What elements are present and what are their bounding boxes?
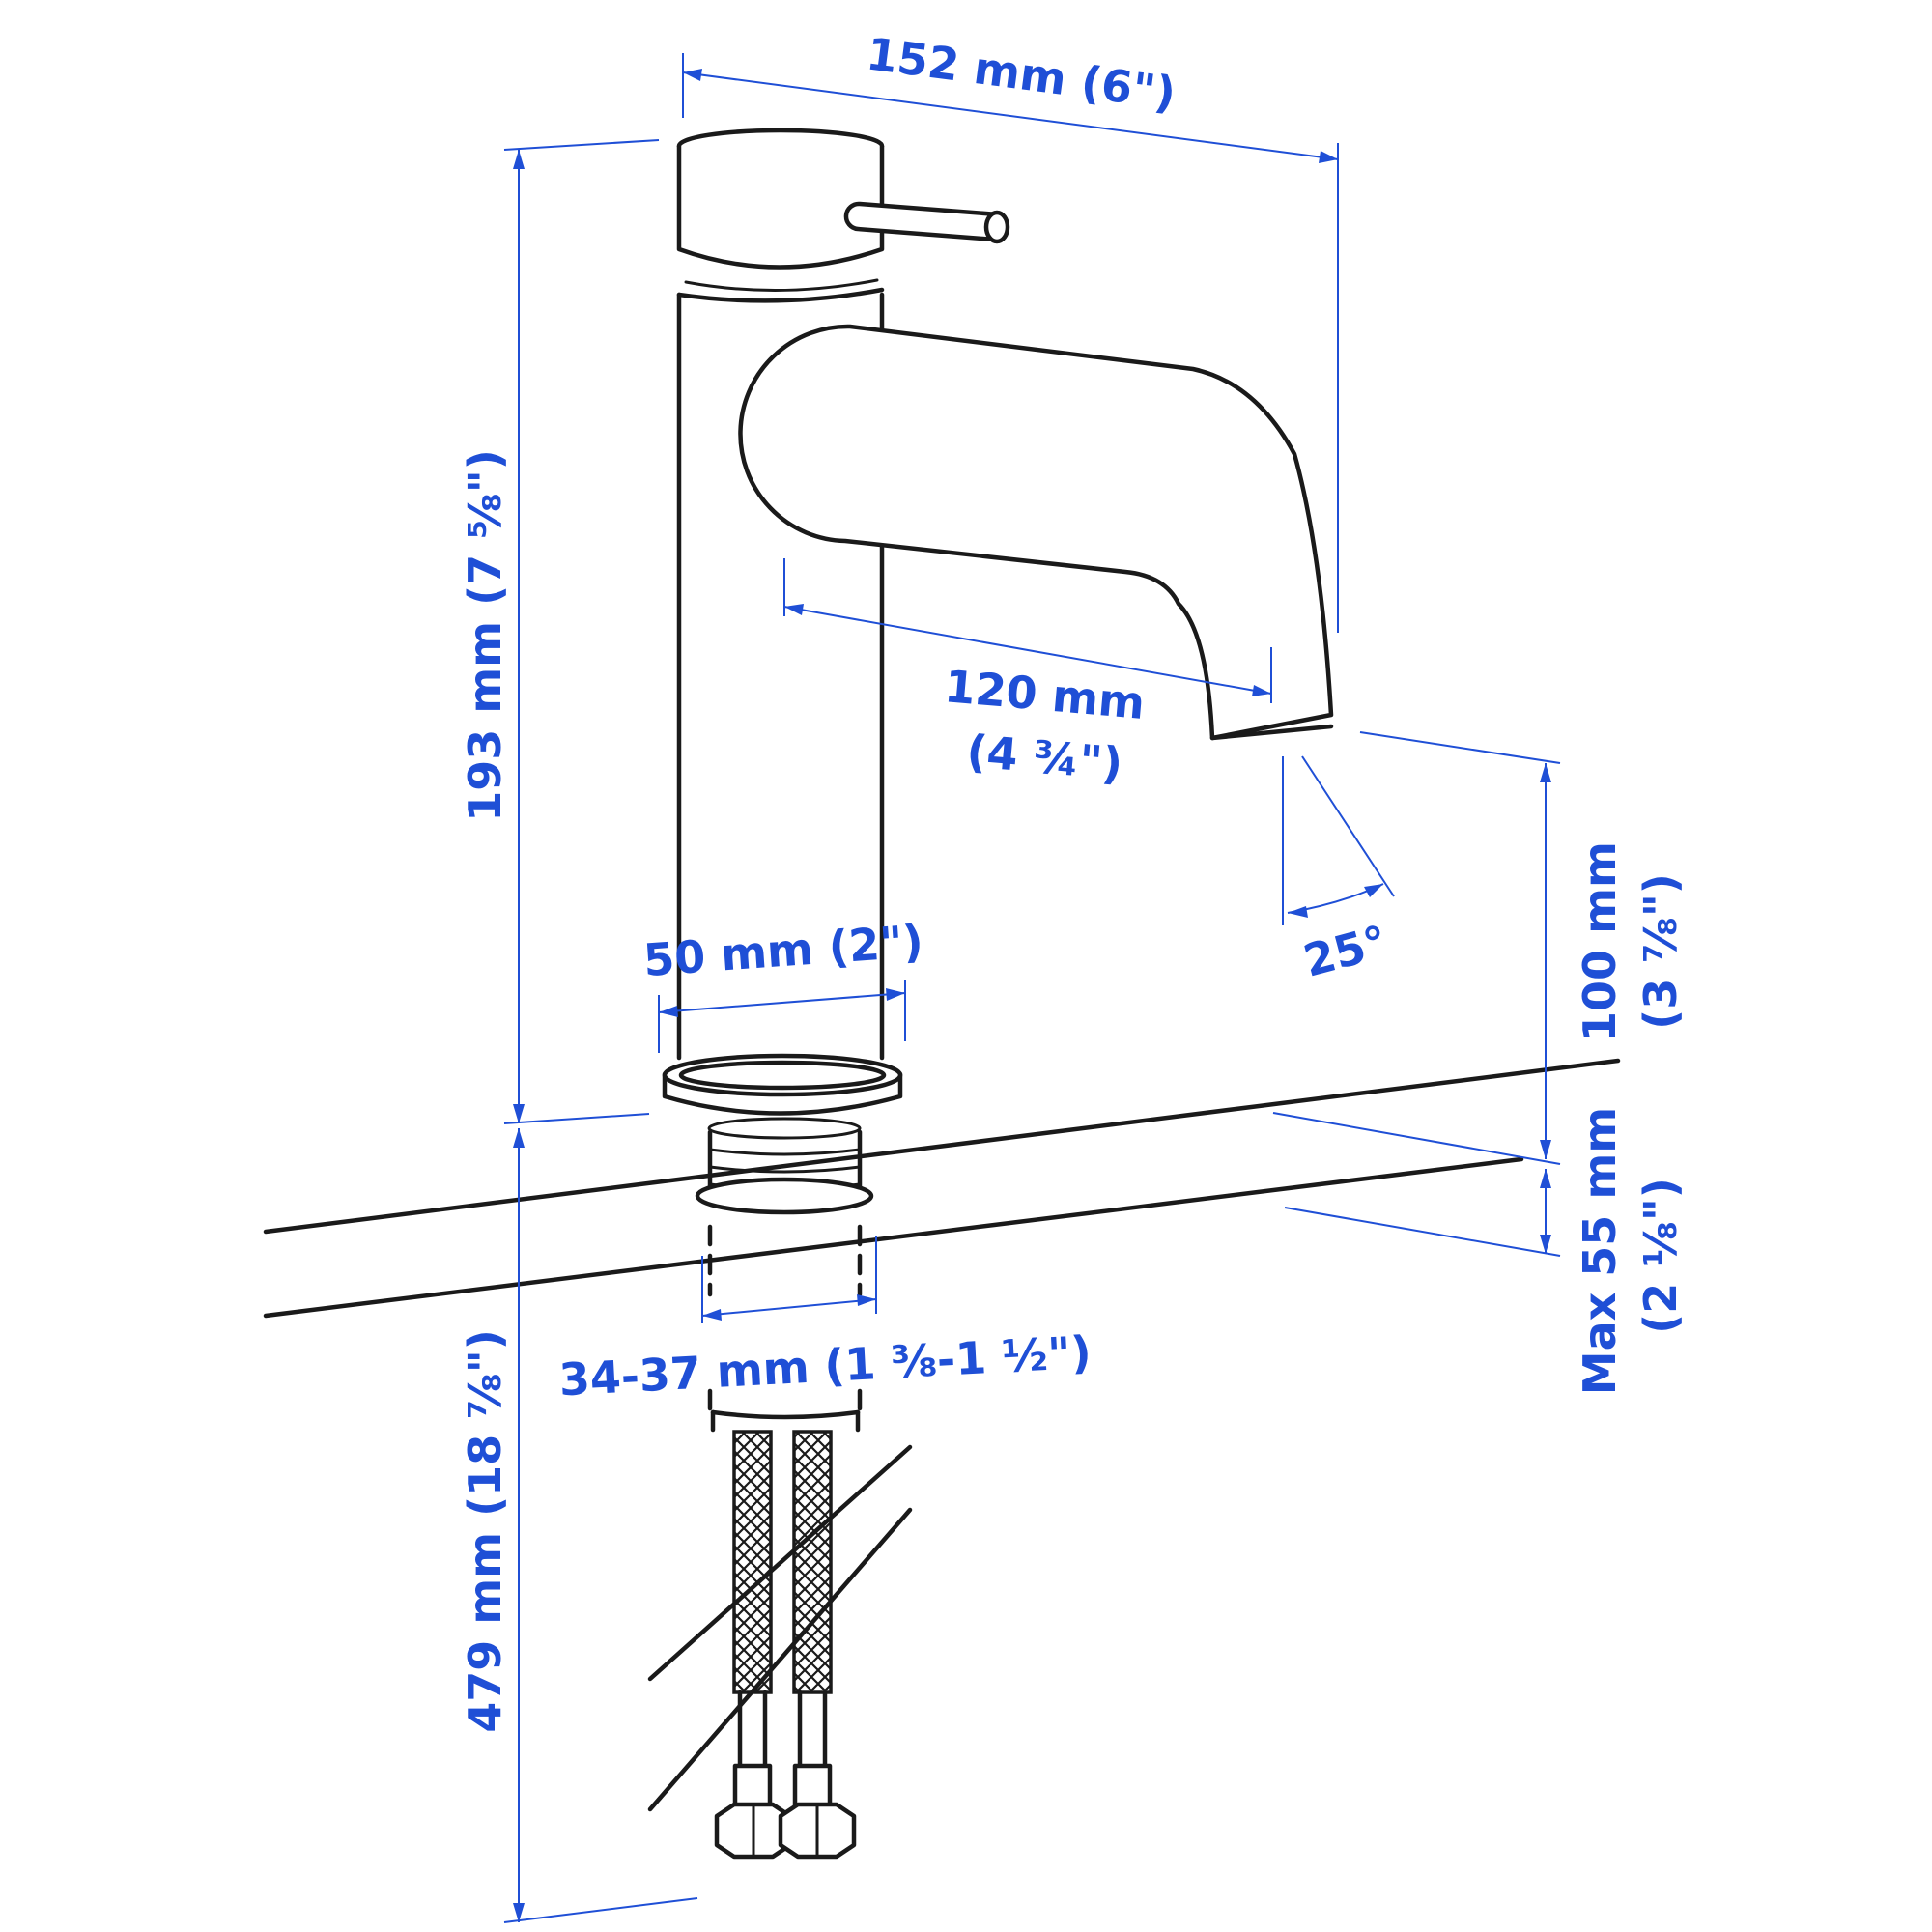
- label-height: 193 mm (7 ⅝"): [459, 449, 511, 822]
- dim-hole-diameter: 34-37 mm (1 ⅜-1 ½"): [557, 1236, 1093, 1406]
- dim-height: 193 mm (7 ⅝"): [459, 139, 660, 1124]
- label-counter-thickness-in: (2 ⅛"): [1634, 1178, 1687, 1334]
- faucet-body: [662, 128, 1334, 1116]
- label-spout-clearance-mm: 100 mm: [1574, 841, 1626, 1042]
- dim-hose-length: 479 mm (18 ⅞"): [459, 1128, 698, 1923]
- label-overall-depth: 152 mm (6"): [864, 27, 1179, 120]
- dim-spout-clearance: 100 mm (3 ⅞"): [1272, 731, 1687, 1165]
- handle-lever: [843, 201, 1010, 244]
- label-counter-thickness-mm: Max 55 mm: [1574, 1107, 1626, 1395]
- label-spout-angle: 25°: [1298, 915, 1393, 987]
- label-hole-diameter: 34-37 mm (1 ⅜-1 ½"): [557, 1326, 1092, 1406]
- label-spout-reach-in: (4 ¾"): [965, 724, 1125, 790]
- dim-spout-angle: 25°: [1282, 755, 1395, 987]
- threaded-shank: [695, 1117, 874, 1433]
- dim-counter-thickness: Max 55 mm (2 ⅛"): [1284, 1107, 1687, 1395]
- break-lines: [647, 1444, 913, 1812]
- supply-hoses: [714, 1430, 857, 1860]
- label-spout-reach-mm: 120 mm: [942, 660, 1147, 729]
- countertop: [263, 1058, 1621, 1319]
- label-hose-length: 479 mm (18 ⅞"): [459, 1329, 511, 1733]
- label-spout-clearance-in: (3 ⅞"): [1634, 873, 1687, 1030]
